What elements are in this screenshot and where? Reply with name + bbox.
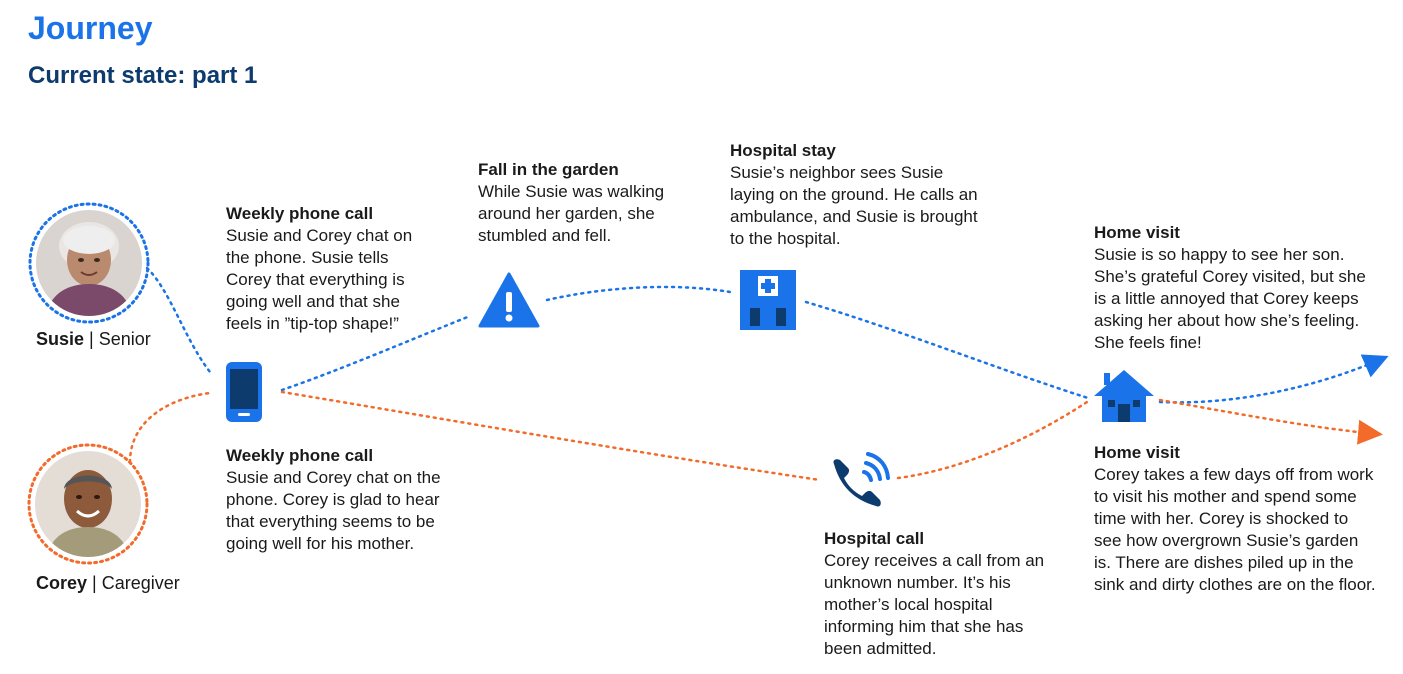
home-icon (1094, 370, 1154, 427)
caregiver-label: Corey | Caregiver (36, 573, 180, 593)
step-title: Hospital stay (730, 141, 836, 160)
caregiver-avatar (35, 451, 141, 557)
step-weekly-call-caregiver: Weekly phone call Susie and Corey chat o… (226, 445, 452, 555)
step-home-visit-senior: Home visit Susie is so happy to see her … (1094, 222, 1374, 354)
senior-line-fall-to-hospital (545, 285, 732, 302)
step-body: Susie and Corey chat on the phone. Susie… (226, 226, 413, 333)
caregiver-avatar-ring (27, 443, 149, 565)
senior-avatar (36, 210, 142, 316)
senior-line-home-to-future (1158, 354, 1389, 404)
step-body: Susie’s neighbor sees Susie laying on th… (730, 163, 978, 248)
step-hospital-call: Hospital call Corey receives a call from… (824, 528, 1050, 660)
senior-line-phone-to-fall (280, 314, 472, 392)
step-home-visit-caregiver: Home visit Corey takes a few days off fr… (1094, 442, 1376, 596)
page-title: Journey (28, 10, 153, 46)
caregiver-line-hospital-call-to-home (896, 398, 1092, 480)
senior-line-avatar-to-phone (145, 266, 212, 374)
step-weekly-call-senior: Weekly phone call Susie and Corey chat o… (226, 203, 436, 335)
warning-icon (478, 272, 540, 333)
step-title: Weekly phone call (226, 204, 374, 223)
caregiver-name: Corey (36, 573, 88, 593)
senior-avatar-ring (28, 202, 150, 324)
senior-line-hospital-to-home (804, 300, 1090, 400)
hospital-icon (740, 270, 796, 335)
step-hospital-stay: Hospital stay Susie’s neighbor sees Susi… (730, 140, 980, 250)
caregiver-line-avatar-to-phone (128, 391, 212, 464)
step-body: Corey takes a few days off from work to … (1094, 465, 1376, 594)
caregiver-role: Caregiver (101, 573, 180, 593)
senior-role: Senior (98, 329, 151, 349)
step-fall: Fall in the garden While Susie was walki… (478, 159, 688, 247)
step-body: Susie and Corey chat on the phone. Corey… (226, 468, 441, 553)
caregiver-line-phone-to-hospital-call (280, 390, 822, 482)
step-title: Weekly phone call (226, 446, 374, 465)
step-title: Home visit (1094, 223, 1180, 242)
step-title: Hospital call (824, 529, 925, 548)
step-body: Corey receives a call from an unknown nu… (824, 551, 1045, 658)
step-title: Fall in the garden (478, 160, 619, 179)
smartphone-icon (226, 362, 262, 427)
page-subtitle: Current state: part 1 (28, 62, 258, 89)
step-body: While Susie was walking around her garde… (478, 182, 665, 245)
caregiver-line-home-to-future (1158, 398, 1383, 445)
phone-ringing-icon (826, 446, 890, 515)
step-title: Home visit (1094, 443, 1180, 462)
senior-name: Susie (36, 329, 85, 349)
step-body: Susie is so happy to see her son. She’s … (1094, 245, 1366, 352)
senior-label: Susie | Senior (36, 329, 151, 349)
